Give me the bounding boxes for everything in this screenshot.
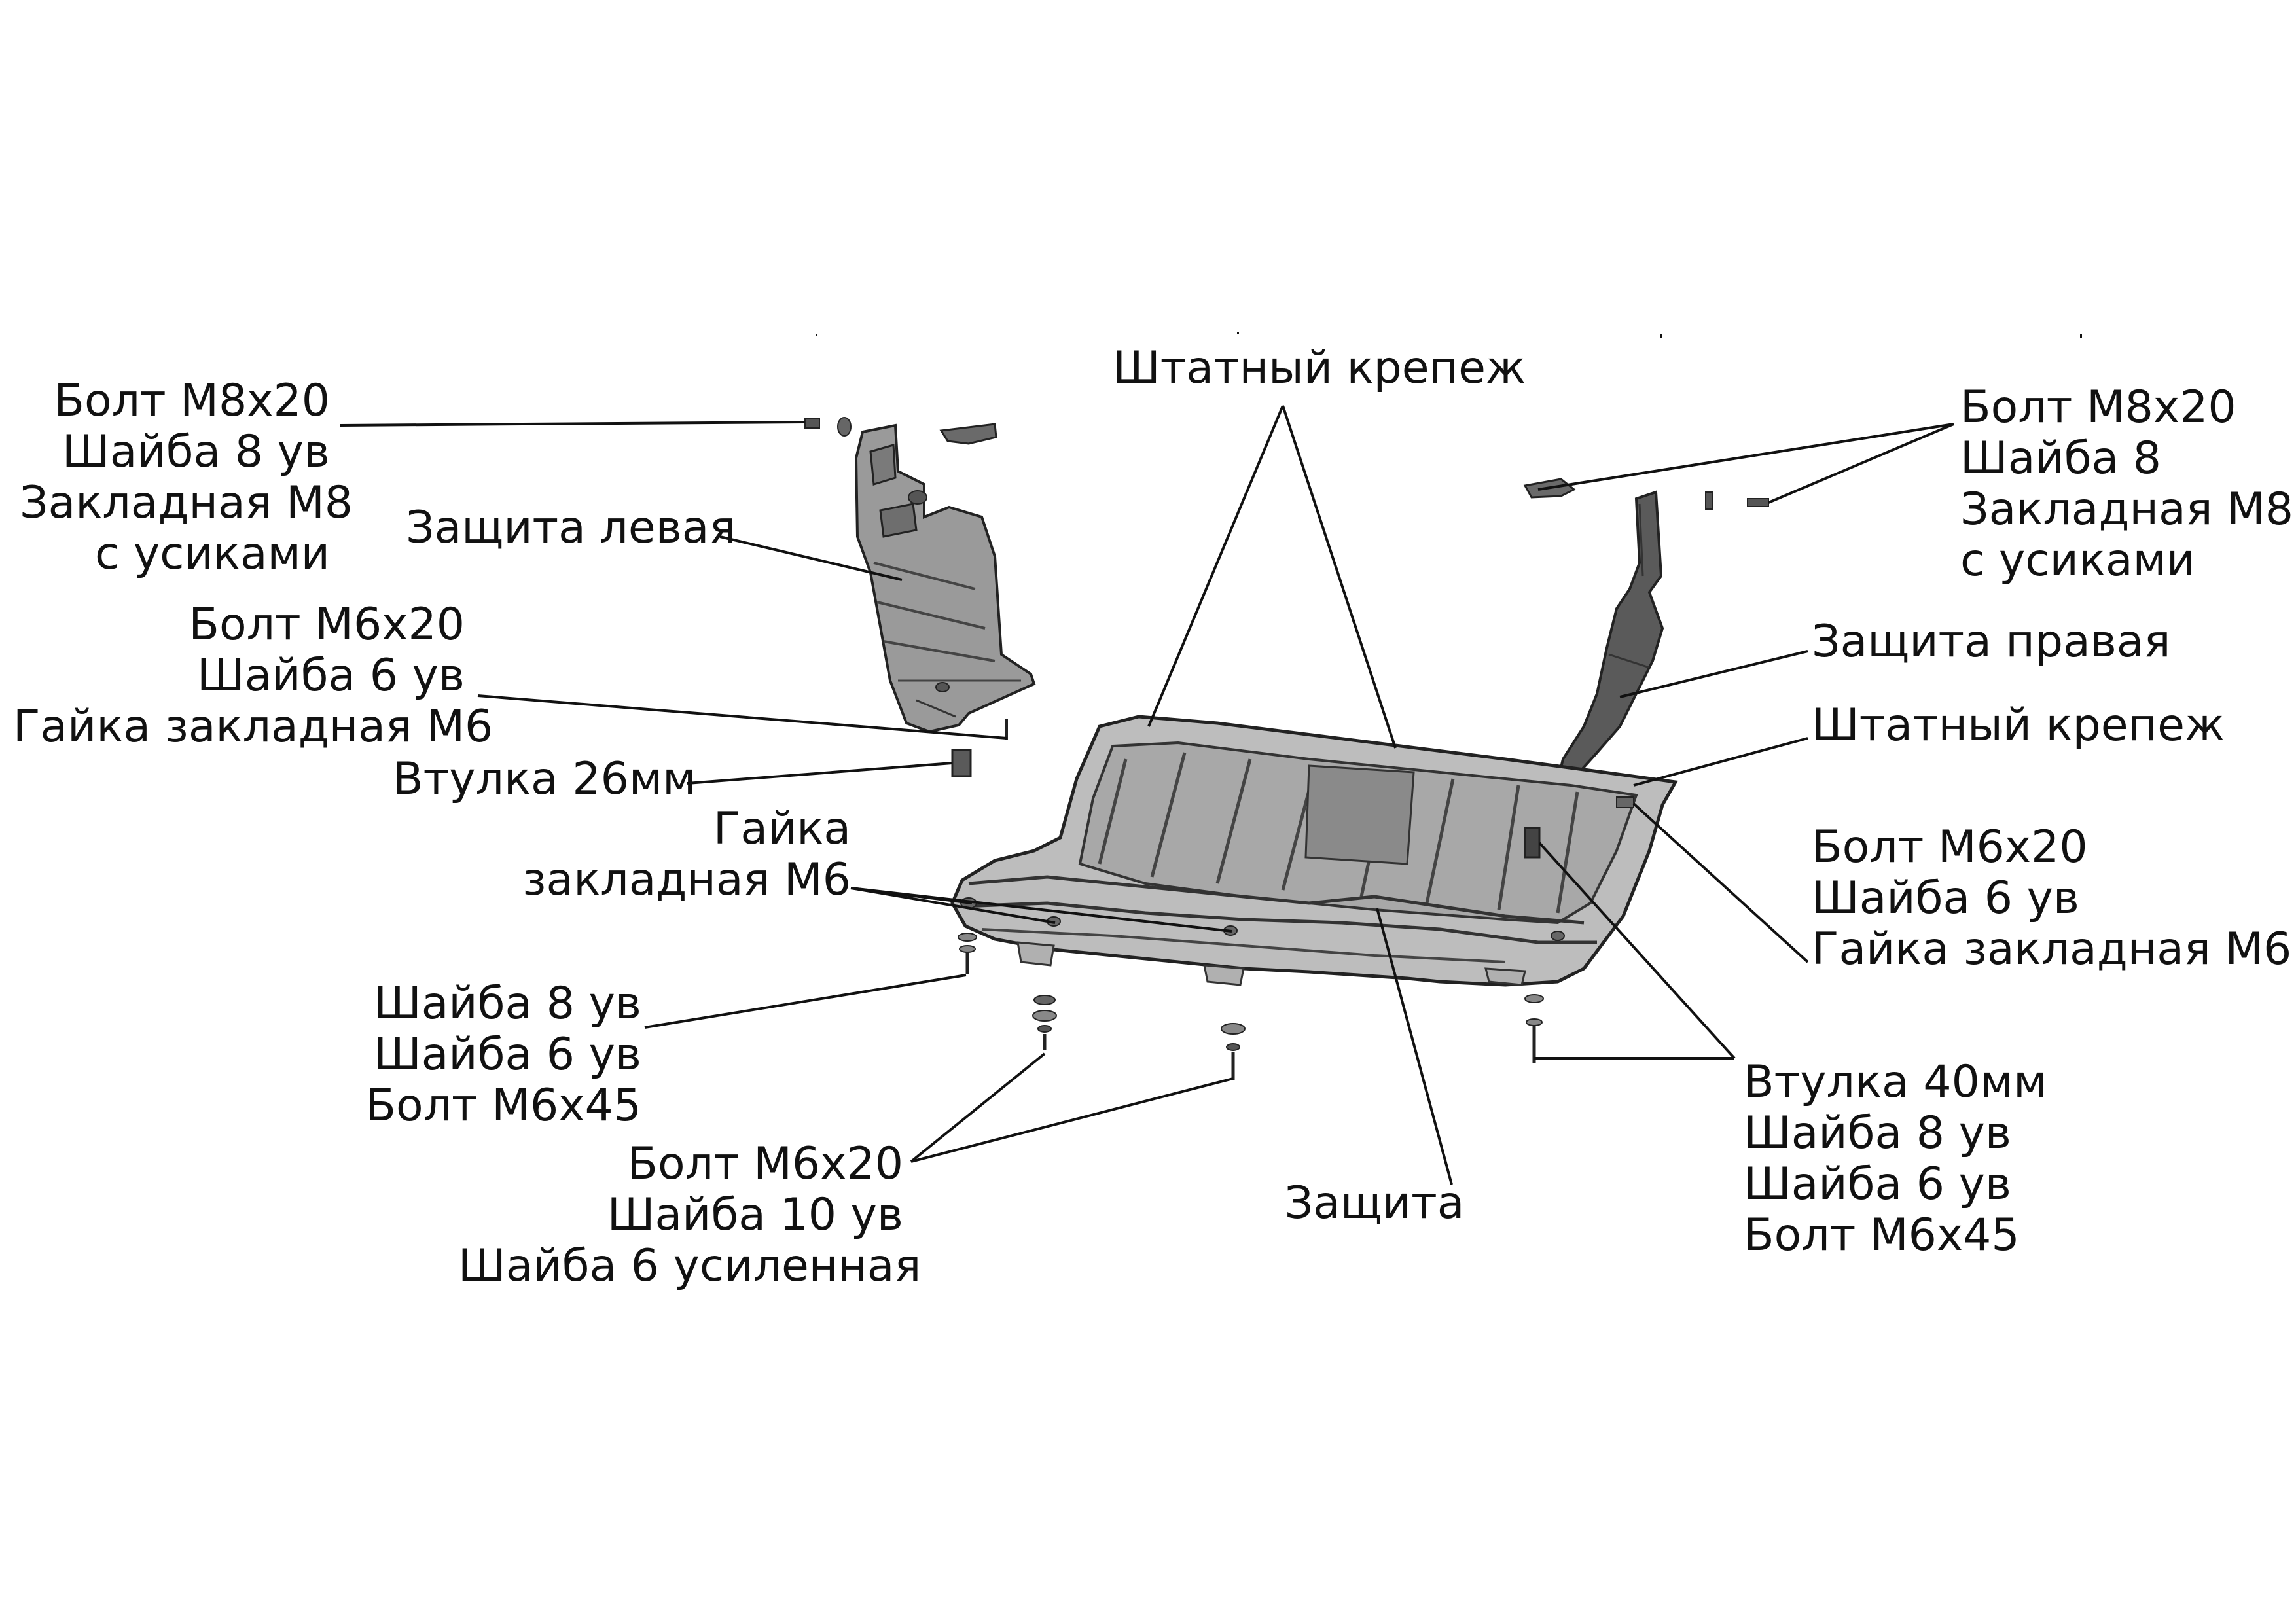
label-left-bolt-group: Болт М6х20 Шайба 6 ув Гайка закладная М6 xyxy=(13,599,493,753)
bolt-stack-left xyxy=(958,933,977,974)
left-guard-part xyxy=(854,423,1036,734)
label-line: Штатный крепеж xyxy=(1113,342,1526,394)
label-line: Защита xyxy=(1284,1177,1465,1229)
label-main-guard: Защита xyxy=(1270,1178,1479,1229)
label-line: с усиками xyxy=(94,528,330,580)
label-top-right-fasteners: Болт М8х20 Шайба 8 Закладная М8 с усикам… xyxy=(1960,382,2294,586)
leader-lines xyxy=(340,405,1954,1185)
label-standard-fastener-top: Штатный крепеж xyxy=(1113,342,1526,394)
label-line: Шайба 8 ув xyxy=(62,426,330,478)
label-line: Гайка закладная М6 xyxy=(13,701,493,753)
label-line: Шайба 6 усиленная xyxy=(458,1240,922,1292)
label-line: Болт М8х20 xyxy=(1960,382,2236,433)
label-line: Шайба 6 ув xyxy=(1744,1158,2011,1210)
label-line: Гайка закладная М6 xyxy=(1812,923,2292,975)
label-line: Гайка xyxy=(713,803,851,855)
label-line: Шайба 6 ув xyxy=(197,650,465,702)
label-bottom-right-group: Втулка 40мм Шайба 8 ув Шайба 6 ув Болт М… xyxy=(1744,1057,2058,1261)
label-line: Болт М6х20 xyxy=(188,599,465,651)
label-line: Втулка 26мм xyxy=(393,753,696,805)
label-bottom-left-group: Шайба 8 ув Шайба 6 ув Болт М6х45 xyxy=(327,978,641,1132)
bolt-stack-right xyxy=(1524,994,1544,1063)
label-line: Болт М6х20 xyxy=(1812,821,2088,873)
right-guard-part xyxy=(1552,490,1664,798)
left-small-bolt xyxy=(951,719,1008,777)
edge-marks xyxy=(816,332,2082,338)
label-bottom-center-group: Болт М6х20 Шайба 10 ув Шайба 6 усиленная xyxy=(458,1138,922,1292)
label-line: Закладная М8 xyxy=(20,477,353,529)
label-standard-fastener-right: Штатный крепеж xyxy=(1812,700,2237,751)
label-line: Защита левая xyxy=(406,502,736,554)
bolt-stack-center-left xyxy=(1032,995,1057,1050)
label-line: Болт М8х20 xyxy=(54,375,330,427)
label-line: Шайба 8 ув xyxy=(1744,1107,2011,1159)
label-line: Болт М6х45 xyxy=(1744,1209,2020,1261)
label-line: Штатный крепеж xyxy=(1812,700,2225,751)
label-line: с усиками xyxy=(1960,535,2196,586)
label-line: Шайба 6 ув xyxy=(1812,872,2079,924)
bolt-stack-center xyxy=(1221,1023,1246,1080)
label-right-bolt-group: Болт М6х20 Шайба 6 ув Гайка закладная М6 xyxy=(1812,821,2292,975)
main-guard-part xyxy=(950,715,1679,987)
label-line: Болт М6х20 xyxy=(627,1138,903,1190)
label-line: Закладная М8 xyxy=(1960,484,2294,535)
label-line: Втулка 40мм xyxy=(1744,1056,2047,1108)
label-line: Шайба 6 ув xyxy=(374,1029,641,1080)
label-line: Шайба 10 ув xyxy=(607,1189,903,1241)
label-right-guard: Защита правая xyxy=(1812,616,2204,668)
label-line: Болт М6х45 xyxy=(365,1080,641,1132)
label-top-left-fasteners: Болт М8х20 Шайба 8 ув Закладная М8 с уси… xyxy=(20,375,353,580)
label-left-guard: Защита левая xyxy=(406,502,736,554)
top-left-fasteners xyxy=(804,417,997,445)
label-line: Шайба 8 ув xyxy=(374,978,641,1029)
label-embedded-nut: Гайка закладная М6 xyxy=(511,804,851,906)
label-line: закладная М6 xyxy=(522,854,851,906)
label-line: Шайба 8 xyxy=(1960,433,2162,484)
label-bushing-26: Втулка 26мм xyxy=(393,753,696,805)
label-line: Защита правая xyxy=(1812,616,2171,668)
